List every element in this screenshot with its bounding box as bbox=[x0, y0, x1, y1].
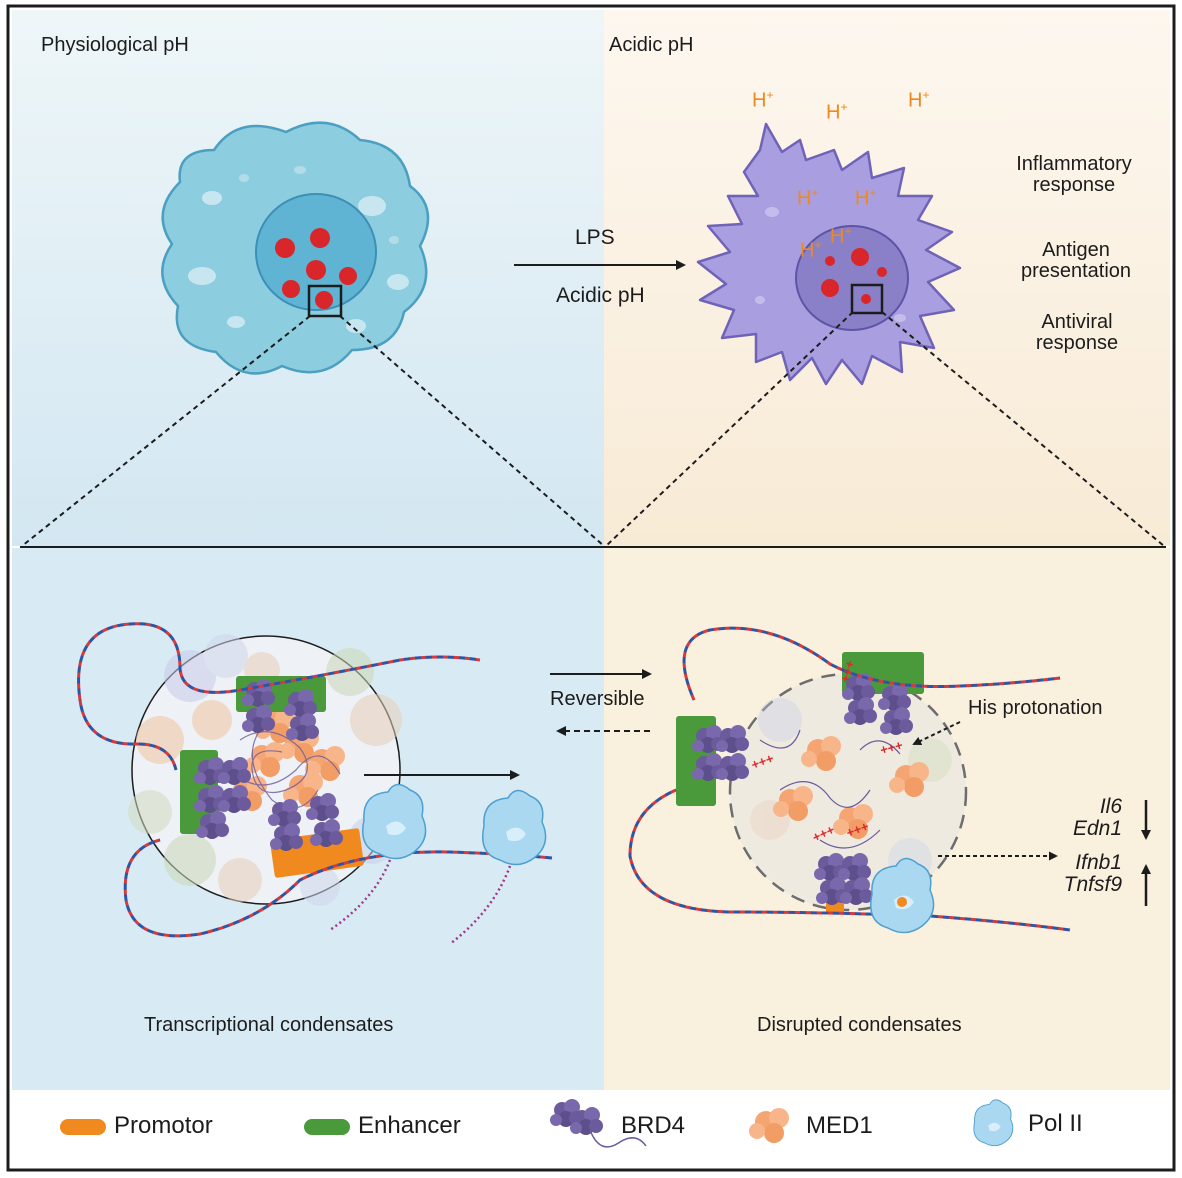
proton-label: H+ bbox=[752, 88, 774, 112]
zoom-lines-left bbox=[21, 315, 605, 547]
genes-up: Ifnb1 Tnfsf9 bbox=[1050, 852, 1122, 896]
gene-tnfsf9: Tnfsf9 bbox=[1063, 873, 1122, 896]
proton-label: H+ bbox=[826, 100, 848, 124]
reversible-label: Reversible bbox=[550, 688, 645, 710]
proton-label: H+ bbox=[908, 88, 930, 112]
legend bbox=[10, 1092, 1172, 1168]
disrupted-condensate bbox=[676, 652, 968, 914]
legend-label-promotor: Promotor bbox=[114, 1112, 213, 1139]
genes-down: Il6 Edn1 bbox=[1050, 796, 1122, 840]
proton-label: H+ bbox=[855, 186, 877, 210]
outcome-inflammatory: Inflammatory response bbox=[1016, 153, 1132, 196]
outcome-antiviral: Antiviral response bbox=[1035, 311, 1119, 354]
intact-condensate bbox=[128, 634, 402, 906]
acidic-ph-arrow-label: Acidic pH bbox=[556, 284, 645, 307]
lps-label: LPS bbox=[575, 226, 615, 249]
activated-macrophage-cell bbox=[696, 122, 962, 386]
proton-label: H+ bbox=[830, 224, 852, 248]
resting-macrophage-cell bbox=[161, 121, 430, 375]
physiological-ph-title: Physiological pH bbox=[41, 34, 189, 56]
disrupted-condensates-caption: Disrupted condensates bbox=[757, 1014, 962, 1036]
gene-ifnb1: Ifnb1 bbox=[1075, 851, 1122, 874]
zoom-lines-right bbox=[605, 311, 1165, 547]
legend-label-med1: MED1 bbox=[806, 1112, 873, 1139]
outcome-antigen: Antigen presentation bbox=[1020, 239, 1132, 282]
dna-strands-left bbox=[77, 622, 553, 938]
legend-label-pol2: Pol II bbox=[1028, 1110, 1083, 1137]
transcriptional-condensates-caption: Transcriptional condensates bbox=[144, 1014, 394, 1036]
gene-il6: Il6 bbox=[1099, 795, 1122, 818]
proton-label: H+ bbox=[797, 186, 819, 210]
promoter-bar-icon bbox=[60, 1119, 106, 1135]
enhancer-bar-icon bbox=[304, 1119, 350, 1135]
acidic-ph-title: Acidic pH bbox=[609, 34, 694, 56]
brd4-protein-icon bbox=[550, 1099, 647, 1148]
gene-edn1: Edn1 bbox=[1072, 817, 1122, 840]
legend-label-brd4: BRD4 bbox=[621, 1112, 686, 1139]
dna-strands-right bbox=[628, 626, 1071, 932]
legend-label-enhancer: Enhancer bbox=[358, 1112, 461, 1139]
his-protonation-arrow bbox=[912, 721, 961, 746]
his-protonation-label: His protonation bbox=[968, 697, 1103, 719]
proton-label: H+ bbox=[800, 238, 822, 262]
pol2-right bbox=[869, 857, 935, 934]
